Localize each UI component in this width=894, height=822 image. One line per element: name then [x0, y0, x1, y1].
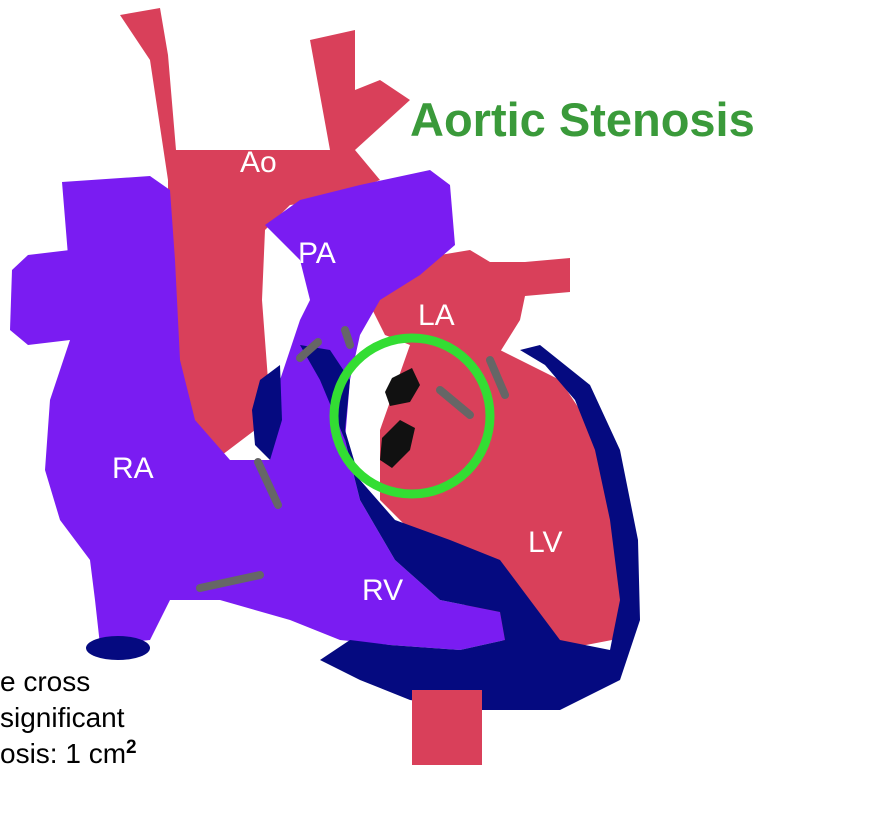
- caption-line-2: significant: [0, 700, 137, 736]
- caption-line-3-text: osis: 1 cm: [0, 738, 126, 769]
- page-title: Aortic Stenosis: [410, 96, 755, 143]
- caption-line-1: e cross: [0, 664, 137, 700]
- label-left-ventricle: LV: [528, 526, 562, 559]
- caption-line-3: osis: 1 cm2: [0, 736, 137, 772]
- label-pulmonary-artery: PA: [298, 237, 336, 270]
- caption-text: e cross significant osis: 1 cm2: [0, 664, 137, 772]
- label-aorta: Ao: [240, 146, 277, 179]
- label-right-atrium: RA: [112, 452, 154, 485]
- descending-aorta: [412, 690, 482, 765]
- label-left-atrium: LA: [418, 299, 455, 332]
- label-right-ventricle: RV: [362, 574, 403, 607]
- caption-superscript: 2: [126, 737, 137, 758]
